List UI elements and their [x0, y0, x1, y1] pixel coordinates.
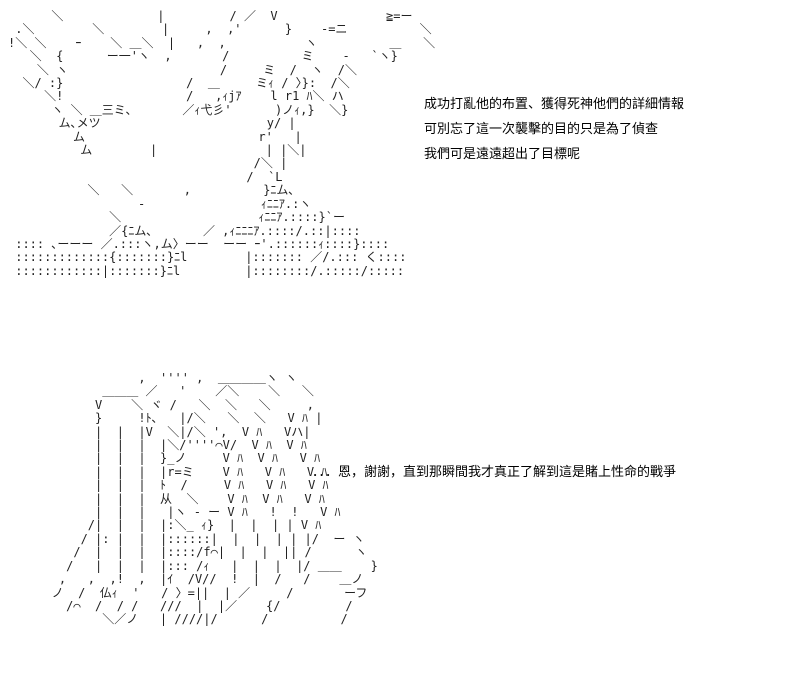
- top-ascii-art-figure: ＼ | / ／ V ≧=ー .＼ ＼ | , ,' } -=ニ ＼ !＼ ＼ ｰ…: [8, 9, 436, 278]
- bottom-ascii-art-figure: , '''' , ＿＿＿＿ヽ ヽ ＿＿＿ ／ ' ／＼ ＼ ＼ V ＼ ヾ / …: [51, 371, 378, 627]
- dialogue-line: 我們可是遠遠超出了目標呢: [424, 147, 581, 162]
- bottom-dialogue: ．．．恩，謝謝，直到那瞬間我才真正了解到這是賭上性命的戰爭: [312, 460, 676, 485]
- dialogue-line: 可別忘了這一次襲擊的目的只是為了偵查: [424, 122, 659, 137]
- dialogue-line: ．．．恩，謝謝，直到那瞬間我才真正了解到這是賭上性命的戰爭: [312, 465, 677, 480]
- dialogue-line: 成功打亂他的布置、獲得死神他們的詳細情報: [424, 97, 685, 112]
- top-dialogue: 成功打亂他的布置、獲得死神他們的詳細情報 可別忘了這一次襲擊的目的只是為了偵查 …: [424, 92, 684, 167]
